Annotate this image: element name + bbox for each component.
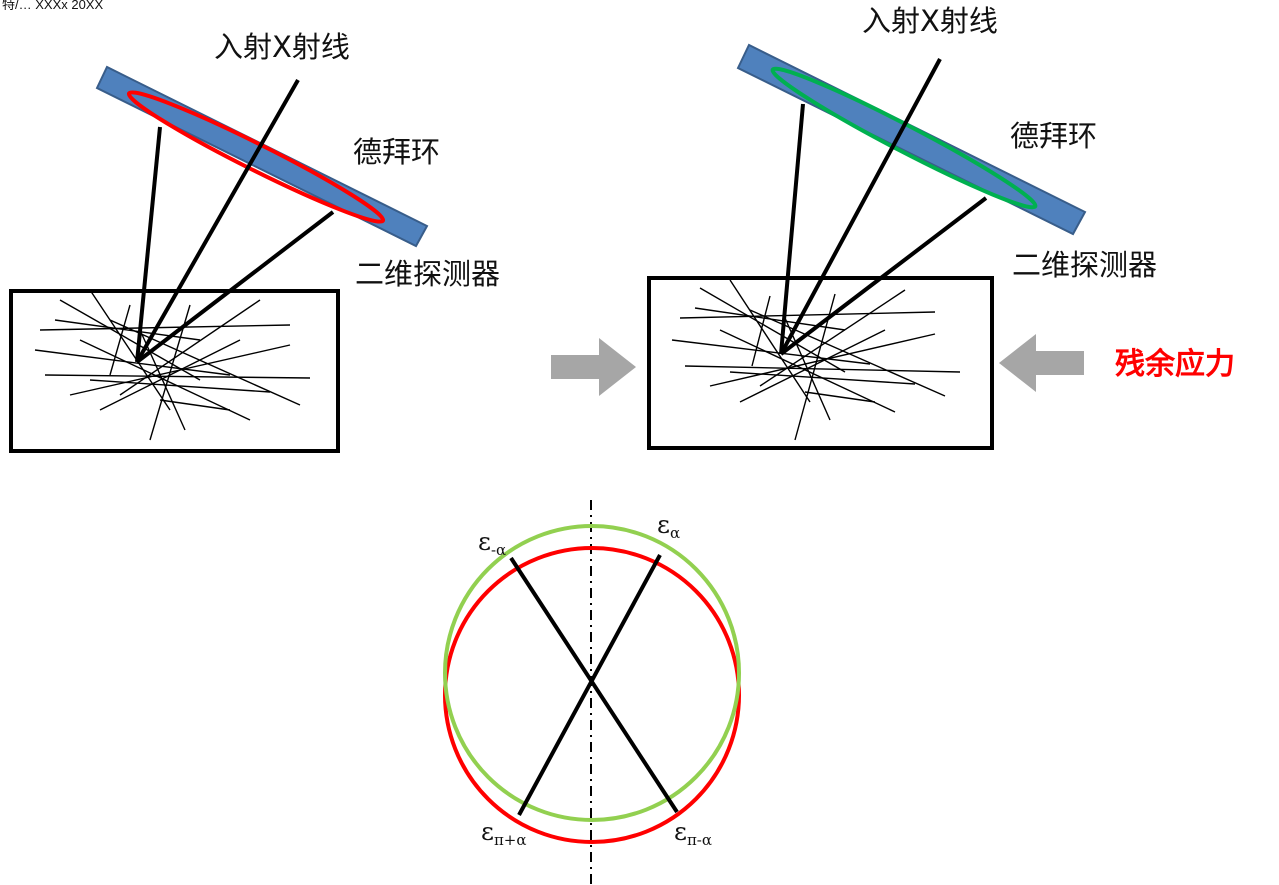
left-incident-xray-label: 入射X射线	[214, 30, 350, 64]
residual-stress-label: 残余应力	[1115, 347, 1235, 382]
eps-bottom-right: επ-α	[674, 817, 712, 849]
right-debye-ring-label: 德拜环	[1010, 119, 1097, 153]
left-debye-ring-label: 德拜环	[353, 135, 440, 169]
transition-arrow	[551, 338, 636, 396]
eps-top-right: εα	[657, 510, 680, 542]
left-diffracted-beam-1	[135, 126, 162, 363]
right-grain-lines	[671, 279, 961, 441]
eps-bottom-left: επ+α	[481, 817, 527, 849]
left-detector-label: 二维探测器	[355, 257, 500, 291]
right-debye-ring	[770, 66, 1038, 210]
left-panel: 入射X射线 德拜环 二维探测器	[9, 30, 500, 453]
eps-top-left: ε-α	[478, 527, 506, 559]
left-sample-box	[9, 289, 340, 453]
left-incident-beam	[135, 79, 300, 363]
residual-stress-arrow	[999, 334, 1084, 392]
right-incident-beam	[779, 58, 942, 355]
green-strain-ring	[443, 524, 741, 822]
left-diffracted-beam-2	[135, 210, 335, 364]
right-panel: 入射X射线 德拜环 二维探测器 残余应力	[647, 4, 1235, 450]
strain-ring-diagram: ε-α εα επ+α επ-α	[443, 500, 741, 885]
left-grain-lines	[34, 289, 311, 441]
right-incident-xray-label: 入射X射线	[862, 4, 998, 38]
right-sample-box	[647, 276, 994, 450]
right-diffracted-beam-1	[779, 103, 805, 355]
strain-line-1	[509, 556, 679, 814]
right-detector-label: 二维探测器	[1012, 248, 1157, 282]
left-detector-plate	[95, 65, 429, 248]
top-crop-text: 特/… XXXx 20XX	[2, 0, 103, 12]
strain-line-2	[517, 554, 662, 816]
